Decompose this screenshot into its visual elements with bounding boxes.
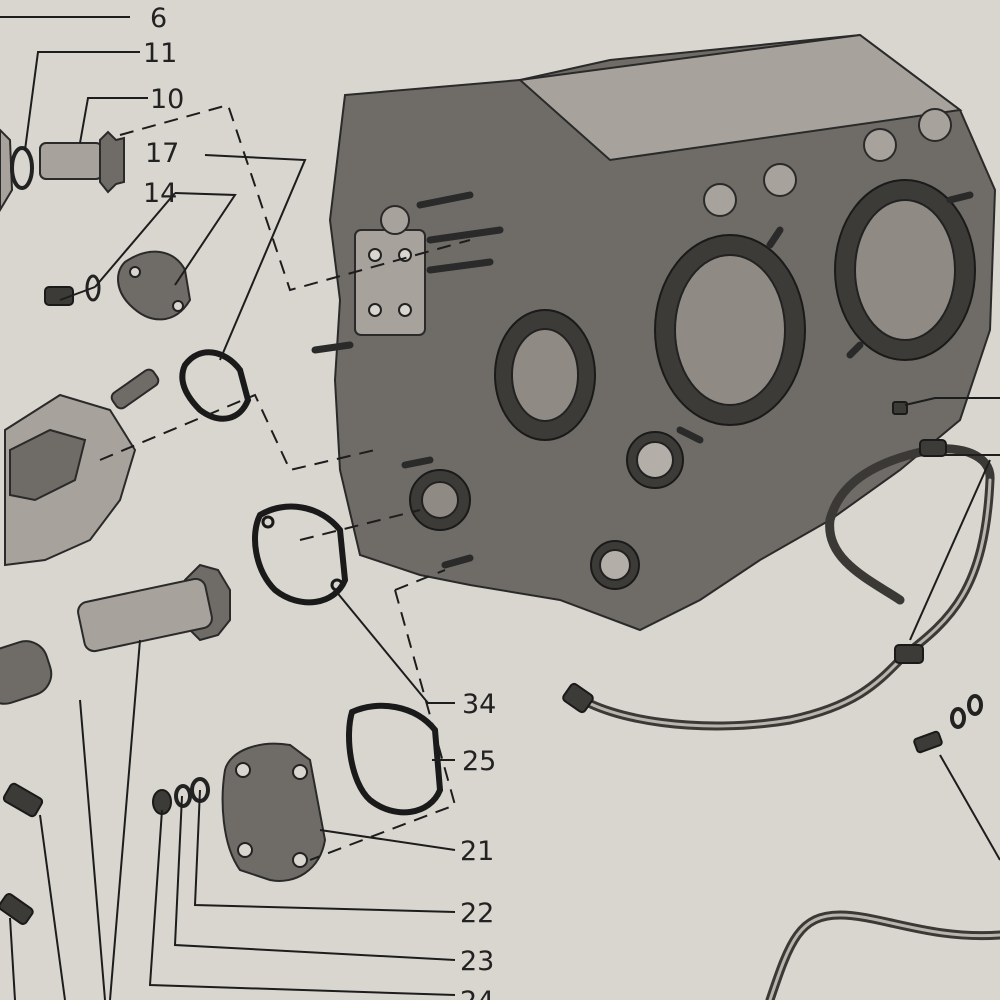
callout-25: 25 — [462, 746, 496, 777]
callout-14: 14 — [143, 178, 177, 209]
callout-21: 21 — [460, 836, 494, 867]
callout-11: 11 — [143, 38, 177, 69]
callout-17: 17 — [145, 138, 179, 169]
callout-10: 10 — [150, 84, 184, 115]
engine-crankcase — [311, 33, 997, 632]
callout-34: 34 — [462, 689, 496, 720]
oil-line-assembly — [562, 401, 1000, 1000]
callout-6: 6 — [150, 3, 167, 34]
callout-labels: 6 11 10 17 14 34 25 21 22 23 24 — [143, 3, 496, 1000]
alignment-dashed-lines — [99, 103, 471, 861]
callout-leaders — [0, 16, 1000, 1000]
callout-22: 22 — [460, 898, 494, 929]
callout-23: 23 — [460, 946, 494, 977]
left-exploded-parts — [0, 128, 983, 925]
callout-24: 24 — [460, 986, 494, 1000]
